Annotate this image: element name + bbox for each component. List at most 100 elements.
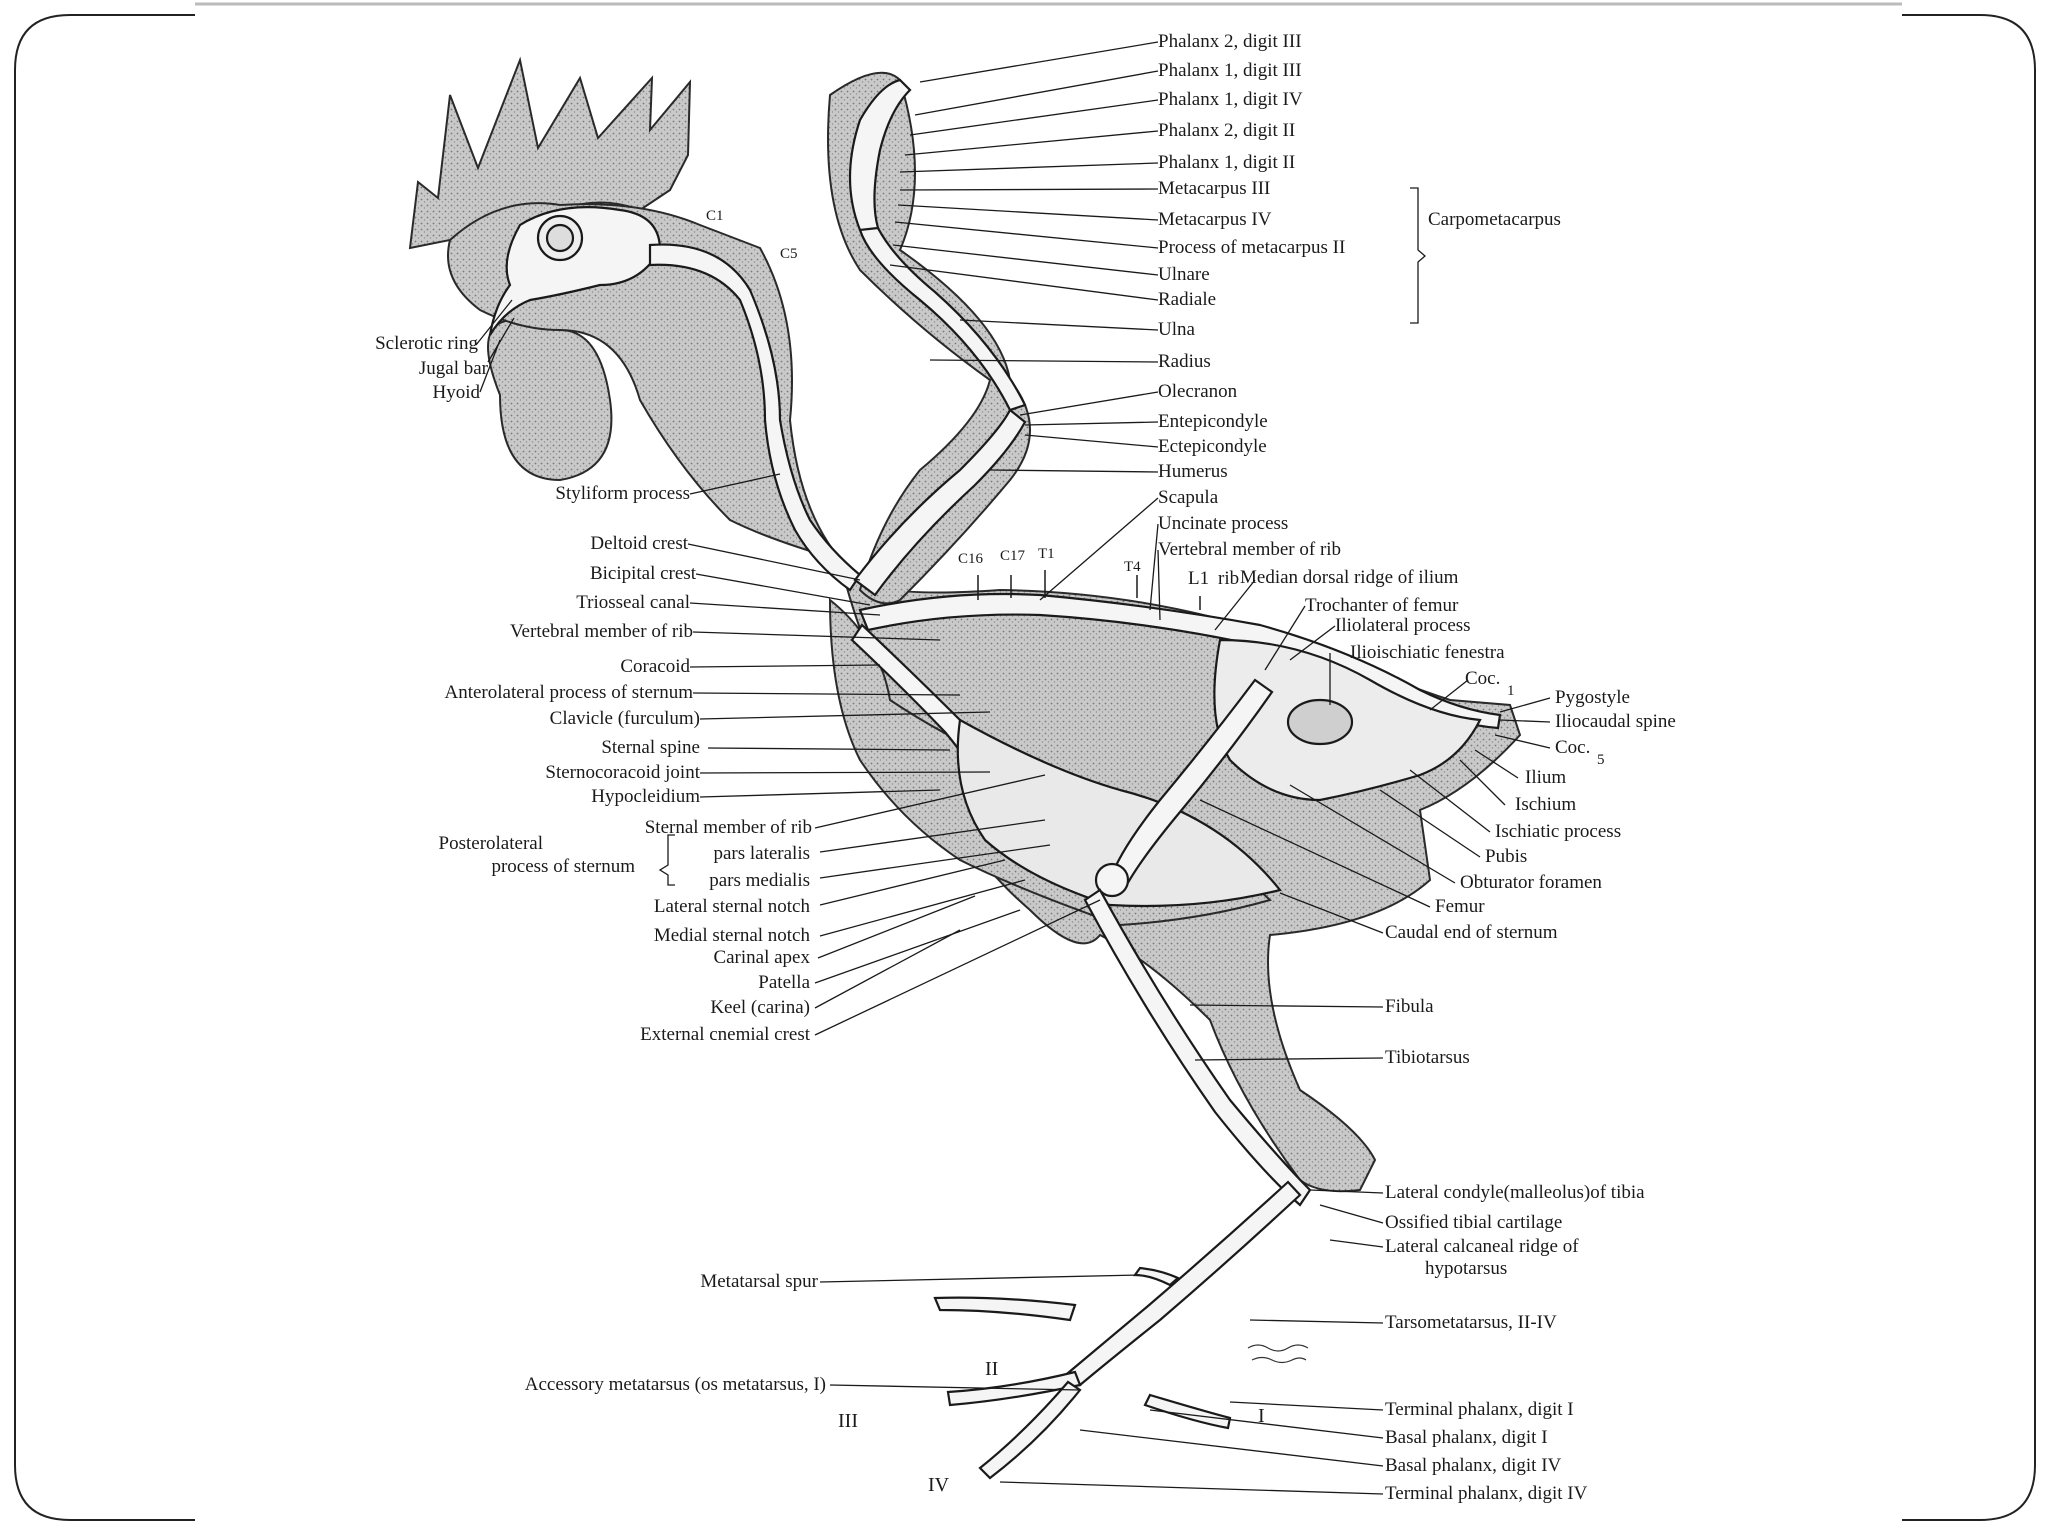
cervical-vertebrae: [648, 243, 862, 592]
label-process-of-metacarpus-ii: Process of metacarpus II: [1158, 237, 1346, 258]
toe-digit-II: [933, 1296, 1077, 1322]
label-hypocleidium: Hypocleidium: [591, 786, 700, 807]
label-basal-phalanx-digit-iv: Basal phalanx, digit IV: [1385, 1455, 1562, 1476]
label-metatarsal-spur: Metatarsal spur: [700, 1271, 818, 1292]
label-phalanx-1-digit-iv: Phalanx 1, digit IV: [1158, 89, 1303, 110]
label-metacarpus-iii: Metacarpus III: [1158, 178, 1271, 199]
label-radius: Radius: [1158, 351, 1211, 372]
label-iliolateral-process: Iliolateral process: [1335, 615, 1471, 636]
label-humerus: Humerus: [1158, 461, 1228, 482]
label-digit-iii: III: [838, 1410, 858, 1432]
label-pars-lateralis: pars lateralis: [713, 843, 810, 864]
label-coc-1-subscript: 1: [1507, 683, 1515, 699]
label-femur: Femur: [1435, 896, 1485, 917]
label-caudal-end-of-sternum: Caudal end of sternum: [1385, 922, 1558, 943]
label-ilioischiatic-fenestra: Ilioischiatic fenestra: [1350, 642, 1505, 663]
label-trochanter-of-femur: Trochanter of femur: [1305, 595, 1459, 616]
label-process-of-sternum: process of sternum: [491, 856, 635, 877]
tarsometatarsus-bone: [1066, 1180, 1302, 1387]
tibiotarsus-bone: [1083, 888, 1312, 1207]
label-vertebral-member-of-rib-left: Vertebral member of rib: [509, 621, 693, 642]
label-c1: C1: [706, 208, 724, 224]
label-obturator-foramen: Obturator foramen: [1460, 872, 1602, 893]
label-carpometacarpus: Carpometacarpus: [1428, 209, 1561, 230]
label-ilium: Ilium: [1525, 767, 1567, 788]
humerus-bone: [853, 408, 1027, 597]
label-t1: T1: [1038, 546, 1055, 562]
skeleton-bones: [488, 78, 1502, 1480]
label-l1: L1: [1188, 568, 1210, 589]
label-bicipital-crest: Bicipital crest: [589, 563, 696, 584]
carpometacarpus-brace: [1410, 187, 1426, 324]
label-accessory-metatarsus: Accessory metatarsus (os metatarsus, I): [524, 1374, 826, 1395]
label-clavicle: Clavicle (furculum): [549, 708, 700, 729]
label-tarsometatarsus: Tarsometatarsus, II-IV: [1385, 1312, 1557, 1333]
label-triosseal-canal: Triosseal canal: [576, 592, 690, 613]
label-median-dorsal-ridge-of-ilium: Median dorsal ridge of ilium: [1240, 567, 1459, 588]
label-scapula: Scapula: [1158, 487, 1219, 508]
label-tibiotarsus: Tibiotarsus: [1385, 1047, 1470, 1068]
label-phalanx-2-digit-iii: Phalanx 2, digit III: [1158, 31, 1302, 52]
toe-digit-IV: [978, 1380, 1082, 1480]
label-uncinate-process: Uncinate process: [1158, 513, 1289, 534]
artist-signature: [1247, 1344, 1309, 1364]
skull-bone: [488, 206, 662, 336]
thoracic-spine: [858, 592, 1502, 730]
label-phalanx-1-digit-ii: Phalanx 1, digit II: [1158, 152, 1296, 173]
label-anterolateral-process: Anterolateral process of sternum: [444, 682, 694, 703]
label-coc-1: Coc.: [1465, 668, 1501, 689]
label-terminal-phalanx-digit-iv: Terminal phalanx, digit IV: [1385, 1483, 1588, 1504]
ilioischiatic-fenestra: [1286, 698, 1354, 746]
label-hyoid: Hyoid: [432, 382, 481, 403]
label-coc-5: Coc.: [1555, 737, 1591, 758]
label-digit-iv: IV: [928, 1474, 950, 1496]
label-deltoid-crest: Deltoid crest: [590, 533, 688, 554]
label-posterolateral: Posterolateral: [438, 833, 543, 854]
wattle-shape: [487, 318, 613, 482]
carpometacarpus-bone: [848, 78, 912, 232]
label-radiale: Radiale: [1158, 289, 1217, 310]
label-lateral-condyle-of-tibia: Lateral condyle(malleolus)of tibia: [1385, 1182, 1645, 1203]
metatarsal-spur: [1132, 1266, 1181, 1287]
label-sternal-spine: Sternal spine: [601, 737, 700, 758]
label-basal-phalanx-digit-i: Basal phalanx, digit I: [1385, 1427, 1548, 1448]
label-hypotarsus: hypotarsus: [1425, 1258, 1508, 1279]
sternum-brace: [658, 834, 675, 886]
patella-bone: [1094, 862, 1130, 898]
label-patella: Patella: [758, 972, 810, 993]
label-iliocaudal-spine: Iliocaudal spine: [1555, 711, 1676, 732]
label-ischium: Ischium: [1515, 794, 1577, 815]
spine-ticks: [977, 570, 1201, 610]
label-lateral-sternal-notch: Lateral sternal notch: [653, 896, 810, 917]
slide-frame-left: [14, 14, 195, 1521]
label-c16: C16: [958, 551, 984, 567]
label-jugal-bar: Jugal bar: [418, 358, 488, 379]
label-metacarpus-iv: Metacarpus IV: [1158, 209, 1272, 230]
label-keel-carina: Keel (carina): [710, 997, 810, 1018]
label-sternocoracoid-joint: Sternocoracoid joint: [545, 762, 700, 783]
label-pars-medialis: pars medialis: [709, 870, 810, 891]
label-entepicondyle: Entepicondyle: [1158, 411, 1268, 432]
label-phalanx-2-digit-ii: Phalanx 2, digit II: [1158, 120, 1296, 141]
label-pubis: Pubis: [1485, 846, 1528, 867]
label-ischiatic-process: Ischiatic process: [1495, 821, 1622, 842]
label-olecranon: Olecranon: [1158, 381, 1238, 402]
label-t4: T4: [1124, 559, 1141, 575]
label-ossified-tibial-cartilage: Ossified tibial cartilage: [1385, 1212, 1563, 1233]
label-phalanx-1-digit-iii: Phalanx 1, digit III: [1158, 60, 1302, 81]
label-sternal-member-of-rib: Sternal member of rib: [644, 817, 812, 838]
label-rib: rib: [1218, 568, 1240, 589]
label-ulnare: Ulnare: [1158, 264, 1210, 285]
head-neck-body: [447, 202, 1522, 1193]
label-external-cnemial-crest: External cnemial crest: [640, 1024, 810, 1045]
label-sclerotic-ring: Sclerotic ring: [375, 333, 478, 354]
label-carinal-apex: Carinal apex: [713, 947, 810, 968]
sternum-keel: [956, 718, 1282, 908]
label-digit-i: I: [1258, 1405, 1265, 1427]
label-c17: C17: [1000, 548, 1026, 564]
label-c5: C5: [780, 246, 798, 262]
label-vertebral-member-of-rib-right: Vertebral member of rib: [1158, 539, 1342, 560]
label-pygostyle: Pygostyle: [1555, 687, 1630, 708]
